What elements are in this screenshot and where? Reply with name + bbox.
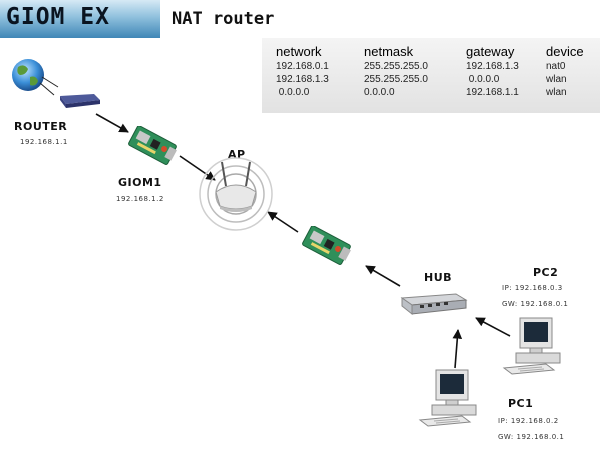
giom1-ip: 192.168.1.2 bbox=[116, 195, 164, 203]
table-cell: 0.0.0.0 bbox=[466, 74, 500, 85]
router-ip: 192.168.1.1 bbox=[20, 138, 68, 146]
arrow-pc1-to-hub bbox=[452, 329, 463, 369]
access-point-icon bbox=[199, 157, 273, 231]
table-cell: 0.0.0.0 bbox=[276, 87, 310, 98]
table-cell: 192.168.1.1 bbox=[466, 87, 519, 98]
computer-icon bbox=[418, 369, 477, 427]
table-cell: 192.168.0.1 bbox=[276, 61, 329, 72]
pc2-gateway: GW: 192.168.0.1 bbox=[502, 300, 569, 308]
table-header-row: network netmask gateway device bbox=[276, 42, 596, 59]
giom1-label: GIOM1 bbox=[118, 176, 162, 189]
circuit-board-icon bbox=[128, 126, 177, 165]
page-subtitle: NAT router bbox=[172, 9, 275, 29]
table-row: 0.0.0.0 0.0.0.0 192.168.1.1 wlan bbox=[276, 85, 596, 98]
brand-title: GIOM EX bbox=[6, 4, 110, 30]
title-banner: GIOM EX bbox=[0, 0, 160, 38]
column-header-device: device bbox=[546, 44, 584, 59]
pc2-ip: IP: 192.168.0.3 bbox=[502, 284, 563, 292]
hub-label: HUB bbox=[424, 271, 453, 284]
arrow-hub-to-giom2 bbox=[365, 265, 401, 287]
computer-icon bbox=[502, 317, 561, 375]
router-label: ROUTER bbox=[14, 120, 68, 133]
column-header-network: network bbox=[276, 44, 322, 59]
router-icon bbox=[60, 94, 100, 108]
table-cell: 0.0.0.0 bbox=[364, 87, 395, 98]
table-cell: 192.168.1.3 bbox=[276, 74, 329, 85]
table-row: 192.168.1.3 255.255.255.0 0.0.0.0 wlan bbox=[276, 72, 596, 85]
table-cell: 255.255.255.0 bbox=[364, 74, 428, 85]
table-cell: 192.168.1.3 bbox=[466, 61, 519, 72]
table-cell: wlan bbox=[546, 74, 567, 85]
table-cell: nat0 bbox=[546, 61, 566, 72]
table-row: 192.168.0.1 255.255.255.0 192.168.1.3 na… bbox=[276, 59, 596, 72]
routing-table: network netmask gateway device 192.168.0… bbox=[262, 38, 600, 113]
pc1-ip: IP: 192.168.0.2 bbox=[498, 417, 559, 425]
pc1-gateway: GW: 192.168.0.1 bbox=[498, 433, 565, 441]
pc2-label: PC2 bbox=[533, 266, 559, 279]
pc1-label: PC1 bbox=[508, 397, 534, 410]
table-cell: 255.255.255.0 bbox=[364, 61, 428, 72]
column-header-netmask: netmask bbox=[364, 44, 414, 59]
hub-icon bbox=[400, 293, 468, 316]
circuit-board-icon bbox=[302, 226, 351, 265]
column-header-gateway: gateway bbox=[466, 44, 515, 59]
globe-icon bbox=[12, 59, 59, 96]
table-cell: wlan bbox=[546, 87, 567, 98]
